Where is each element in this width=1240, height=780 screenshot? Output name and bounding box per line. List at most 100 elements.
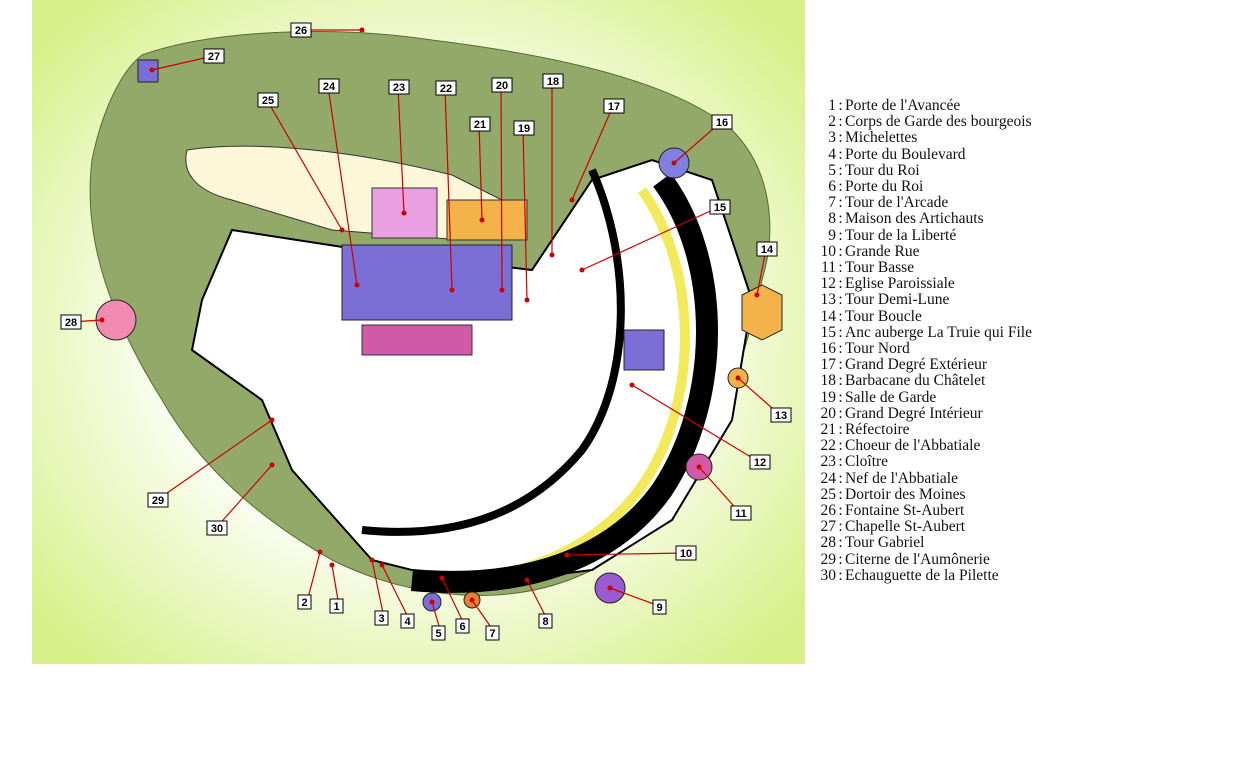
leader-line [522,127,528,301]
leader-line [371,559,385,619]
map-label-18: 18 [542,73,564,258]
abbey-church [341,244,513,321]
label-box [203,48,225,64]
map-label-24: 24 [318,78,360,288]
legend-item: 6:Porte du Roi [814,178,1032,196]
legend-separator: : [838,291,843,309]
label-box [513,120,535,136]
marker-dot [629,382,635,388]
label-box [147,492,169,508]
legend-number: 7 [828,194,836,212]
legend-name: Fontaine St-Aubert [845,502,965,520]
label-box [60,314,82,330]
map-label-7: 7 [469,597,500,641]
label-box [374,610,389,626]
label-number: 14 [761,244,774,256]
label-box [770,407,792,423]
legend-number: 10 [820,242,837,260]
legend-separator: : [838,534,843,552]
chapelle-st-aubert [137,59,159,83]
map-label-13: 13 [735,375,792,423]
legend-separator: : [838,307,843,325]
legend-number: 19 [820,388,837,406]
leader-line [156,419,273,501]
legend-name: Tour de la Liberté [845,226,957,244]
legend-name: Dortoir des Moines [845,485,966,503]
legend-number: 20 [820,404,837,422]
legend-number: 26 [820,502,837,520]
marker-dot [339,227,345,233]
label-number: 27 [208,51,220,63]
marker-dot [401,210,407,216]
map-label-23: 23 [388,79,410,216]
map-label-28: 28 [60,314,105,330]
choir-chapels [361,324,473,356]
leader-line [571,105,614,201]
legend-item: 19:Salle de Garde [814,388,1032,406]
map-label-12: 12 [629,382,771,470]
legend-name: Chapelle St-Aubert [845,518,966,536]
legend-name: Tour Boucle [845,307,922,325]
marker-dot [696,464,702,470]
marker-dot [671,160,677,166]
label-box [711,114,733,130]
label-box [455,618,470,634]
legend-separator: : [838,194,843,212]
refectory [446,199,528,241]
label-box [435,80,457,96]
map-label-2: 2 [297,549,323,610]
label-number: 3 [378,613,384,625]
leader-line [698,466,741,514]
legend-item: 20:Grand Degré Intérieur [814,404,1032,422]
leader-line [631,384,760,463]
legend-separator: : [838,550,843,568]
label-number: 9 [656,602,662,614]
legend-number: 6 [828,178,836,196]
legend-name: Maison des Artichauts [845,210,984,228]
marker-dot [524,297,530,303]
label-number: 26 [295,25,307,37]
legend-number: 3 [828,129,836,147]
legend-item: 4:Porte du Boulevard [814,145,1032,163]
legend-name: Corps de Garde des bourgeois [845,113,1032,131]
legend-name: Anc auberge La Truie qui File [845,323,1032,341]
map-label-9: 9 [607,585,667,615]
legend-item: 12:Eglise Paroissiale [814,276,1032,292]
legend-separator: : [838,518,843,536]
legend-name: Barbacane du Châtelet [845,372,986,390]
legend-item: 23:Cloître [814,454,1032,470]
marker-dot [317,549,323,555]
legend-separator: : [838,566,843,584]
legend-number: 23 [820,453,837,471]
marker-dot [549,252,555,258]
legend-name: Grande Rue [845,242,920,260]
legend-separator: : [838,145,843,163]
legend-item: 21:Réfectoire [814,421,1032,438]
label-box [290,22,312,38]
label-number: 15 [714,202,726,214]
legend-item: 26:Fontaine St-Aubert [814,502,1032,520]
map-label-3: 3 [369,557,389,626]
legend-item: 17:Grand Degré Extérieur [814,357,1032,373]
legend-number: 30 [820,566,837,584]
label-number: 13 [775,410,787,422]
legend-item: 27:Chapelle St-Aubert [814,519,1032,535]
map-label-26: 26 [290,22,365,38]
label-box [431,625,446,641]
map-label-4: 4 [379,562,415,629]
label-box [388,79,410,95]
legend-separator: : [838,356,843,374]
legend-separator: : [838,388,843,406]
map-label-1: 1 [329,562,344,614]
legend-number: 8 [828,210,836,228]
leader-line [478,123,483,221]
leader-line [441,577,466,627]
marker-dot [329,562,335,568]
legend-number: 22 [820,437,837,455]
label-box [542,73,564,89]
label-box [469,116,491,132]
legend-name: Porte du Roi [845,178,924,196]
leader-line [215,464,273,529]
label-number: 25 [262,95,274,107]
